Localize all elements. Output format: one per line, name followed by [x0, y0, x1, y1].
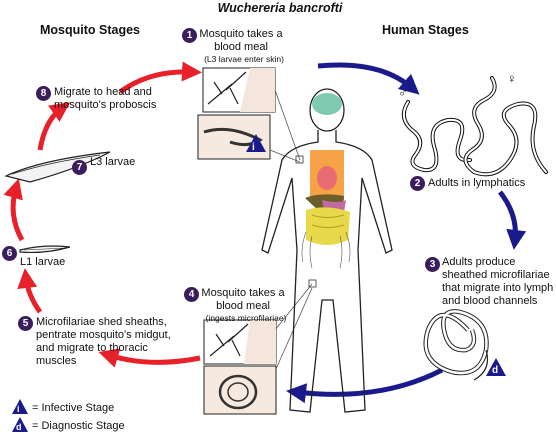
human-body [262, 89, 392, 412]
mosquito-stages-header: Mosquito Stages [40, 24, 140, 37]
brain [312, 93, 342, 115]
step-2-badge: 2 [410, 176, 425, 191]
legend-infective-label: = Infective Stage [32, 402, 114, 415]
step-6-label: L1 larvae [20, 256, 65, 269]
diagram-title: Wuchereria bancrofti [200, 2, 360, 15]
step-8-badge: 8 [36, 86, 51, 101]
step-1-badge: 1 [182, 28, 197, 43]
arrow-5-to-6 [26, 278, 40, 312]
infective-marker-letter: i [252, 141, 260, 154]
arrow-3-to-4 [296, 370, 442, 394]
male-symbol: ♂ [398, 86, 408, 99]
step-3-badge: 3 [425, 257, 440, 272]
organs [305, 150, 350, 245]
mosquito-inset-bottom [204, 320, 276, 364]
diagnostic-marker-letter: d [492, 364, 500, 377]
arrow-2-to-3 [500, 192, 515, 240]
step-7-label: L3 larvae [90, 156, 135, 169]
step-5-badge: 5 [18, 316, 33, 331]
step-6-badge: 6 [2, 246, 17, 261]
step-2-label: Adults in lymphatics [428, 177, 525, 190]
female-symbol: ♀ [507, 72, 517, 85]
legend-diagnostic-letter: d [16, 421, 24, 434]
mosquito-inset-top [203, 68, 275, 112]
legend-infective-letter: i [17, 403, 25, 416]
microfilaria-inset [204, 366, 276, 414]
step-1-label: Mosquito takes a blood meal [198, 28, 284, 54]
step-8-label: Migrate to head and mosquito's proboscis [54, 86, 174, 112]
step-7-badge: 7 [72, 160, 87, 175]
step-1-sublabel: (L3 larvae enter skin) [194, 54, 294, 64]
legend-diagnostic-label: = Diagnostic Stage [32, 420, 125, 433]
step-5-label: Microfilariae shed sheaths, pentrate mos… [36, 316, 186, 368]
step-4-label: Mosquito takes a blood meal [200, 287, 286, 313]
arrow-6-to-7 [13, 188, 22, 240]
l1-larva-drawing [20, 246, 70, 252]
human-stages-header: Human Stages [382, 24, 469, 37]
arrow-7-to-8 [40, 108, 62, 150]
step-3-label: Adults produce sheathed microfilariae th… [442, 256, 554, 308]
step-4-sublabel: (ingests microfilariae) [196, 313, 296, 323]
sheathed-microfilaria [426, 311, 488, 380]
step-4-badge: 4 [184, 287, 199, 302]
